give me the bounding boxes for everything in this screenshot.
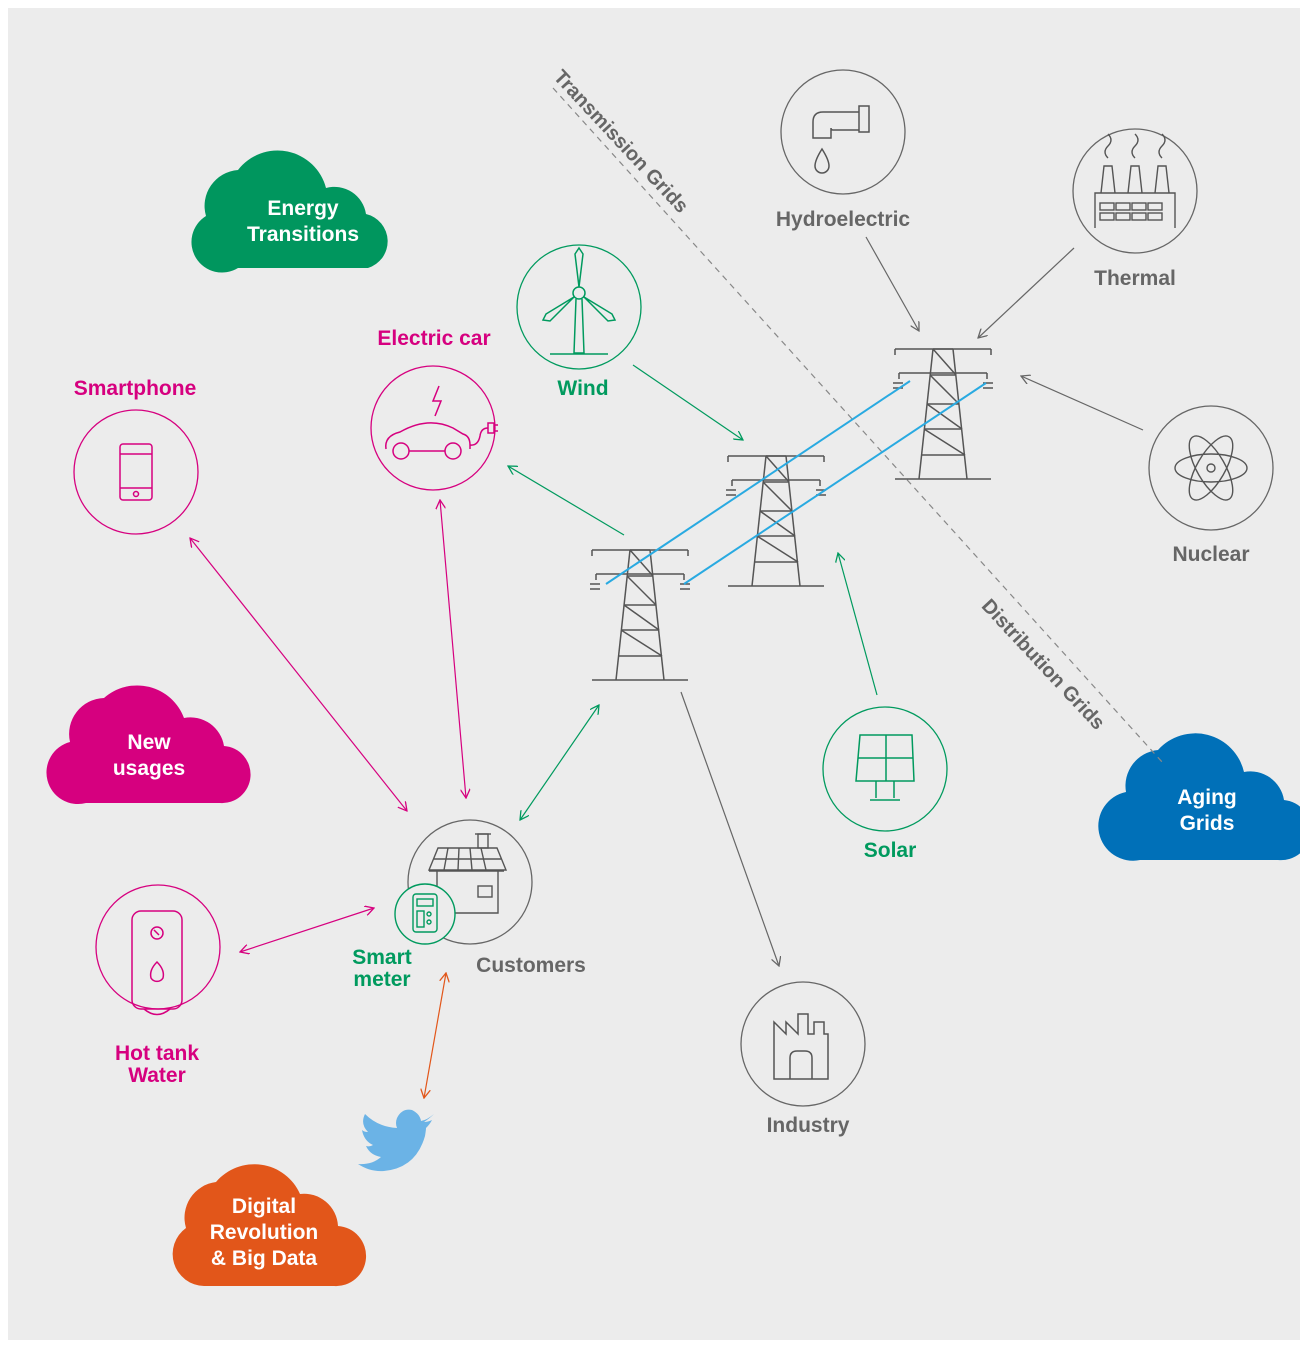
arrow-pylon-to-car (508, 466, 625, 536)
arrow-customers-twitter (424, 973, 446, 1098)
smart-meter-label: Smart meter (352, 947, 412, 991)
hot-tank-line1: Hot tank (115, 1042, 199, 1065)
industry-icon (773, 1013, 829, 1080)
solar-panel-icon (855, 734, 915, 801)
cloud-aging-grids (1098, 733, 1300, 861)
cloud-aging-label: Aging Grids (1177, 785, 1236, 837)
electric-car-circle (370, 365, 496, 491)
hydro-circle (780, 69, 906, 195)
smartphone-icon (119, 443, 153, 501)
atom-icon (1174, 435, 1248, 501)
smart-meter-line2: meter (353, 968, 411, 991)
twitter-bird-icon (358, 1109, 434, 1172)
pylon-icon-middle (725, 455, 827, 587)
cloud-energy-line2: Transitions (246, 223, 360, 246)
customers-label: Customers (476, 954, 586, 977)
cloud-digital-line1: Digital (231, 1195, 297, 1218)
customers-circle (407, 819, 533, 945)
arrow-hydro-to-pylon (865, 236, 919, 331)
wind-label: Wind (557, 377, 609, 400)
diagram-canvas: Energy Transitions New usages Digital Re… (8, 8, 1300, 1340)
arrow-nuclear-to-pylon (1021, 376, 1144, 431)
cloud-digital-revolution (172, 1164, 367, 1287)
cloud-digital-label: Digital Revolution & Big Data (210, 1194, 319, 1272)
transmission-wire-bottom (683, 382, 987, 585)
cloud-aging-line1: Aging (1177, 786, 1237, 809)
transmission-wire-top (605, 380, 911, 585)
industry-label: Industry (766, 1114, 850, 1137)
arrow-car-customers (440, 500, 466, 798)
hydroelectric-label: Hydroelectric (775, 208, 911, 231)
arrow-wind-to-pylon (632, 364, 743, 440)
smartphone-circle (73, 409, 199, 535)
solar-circle (822, 706, 948, 832)
hot-tank-line2: Water (128, 1064, 186, 1087)
industry-circle (740, 981, 866, 1107)
cloud-digital-line2: Revolution (209, 1221, 319, 1244)
wind-circle (516, 244, 642, 370)
thermal-label: Thermal (1094, 267, 1176, 290)
cloud-usages-line1: New (127, 731, 171, 754)
solar-label: Solar (863, 839, 917, 862)
wind-turbine-icon (541, 246, 617, 355)
arrow-customers-pylon (520, 705, 599, 820)
arrow-solar-to-pylon (838, 553, 878, 696)
factory-smoke-icon (1094, 133, 1176, 228)
pylon-icon-right (892, 348, 994, 480)
thermal-circle (1072, 128, 1198, 254)
arrow-smartphone-customers (190, 538, 407, 811)
arrow-thermal-to-pylon (978, 247, 1075, 338)
nuclear-circle (1148, 405, 1274, 531)
smart-meter-line1: Smart (352, 946, 412, 969)
cloud-aging-line2: Grids (1179, 812, 1235, 835)
smart-meter-circle (394, 883, 456, 945)
transmission-distribution-divider (552, 87, 1164, 764)
arrow-hottank-meter (240, 908, 374, 952)
electric-car-icon (385, 385, 498, 460)
water-heater-icon (131, 910, 183, 1016)
arrow-pylon-to-industry (680, 691, 779, 966)
electric-car-label: Electric car (377, 327, 491, 350)
smart-meter-icon (412, 893, 438, 933)
faucet-icon (812, 105, 870, 174)
cloud-usages-line2: usages (112, 757, 186, 780)
hot-tank-circle (95, 884, 221, 1010)
cloud-energy-label: Energy Transitions (247, 196, 359, 248)
cloud-digital-line3: & Big Data (210, 1247, 318, 1270)
cloud-usages-label: New usages (113, 730, 185, 782)
cloud-energy-transitions (191, 150, 388, 273)
hot-tank-label: Hot tank Water (115, 1043, 199, 1087)
pylon-icon-left (589, 549, 691, 681)
nuclear-label: Nuclear (1172, 543, 1250, 566)
cloud-energy-line1: Energy (267, 197, 339, 220)
diagram-graphics (46, 69, 1300, 1287)
smartphone-label: Smartphone (73, 377, 197, 400)
